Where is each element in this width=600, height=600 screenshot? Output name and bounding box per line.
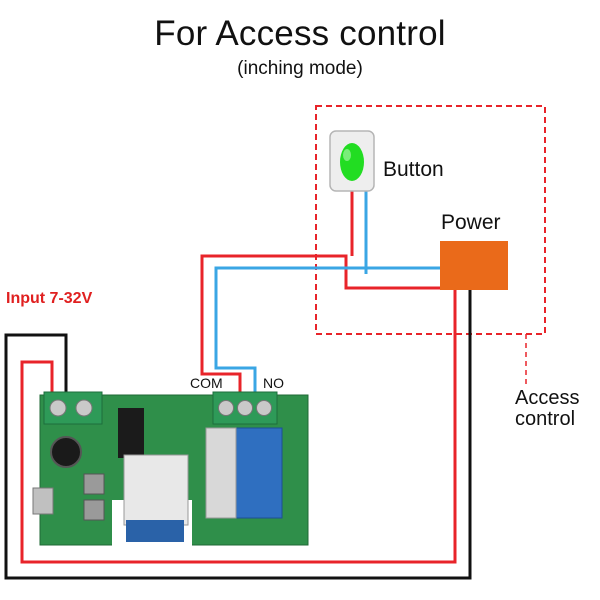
button-led bbox=[340, 143, 364, 181]
diagram-subtitle: (inching mode) bbox=[237, 58, 363, 79]
button-led-shine bbox=[343, 149, 351, 161]
push-button bbox=[83, 473, 105, 495]
wifi-antenna bbox=[126, 520, 184, 542]
com-terminal-label: COM bbox=[190, 375, 223, 391]
wire-red-com bbox=[200, 254, 440, 395]
relay bbox=[233, 427, 283, 519]
diagram-title: For Access control bbox=[154, 14, 446, 53]
terminal-screw bbox=[256, 400, 272, 416]
access-control-label-line1: Access bbox=[515, 387, 580, 409]
terminal-screw bbox=[218, 400, 234, 416]
wire-red-power bbox=[20, 290, 457, 564]
terminal-screw bbox=[237, 400, 253, 416]
coil bbox=[118, 408, 144, 458]
access-control-label-line2: control bbox=[515, 408, 576, 430]
relay-board bbox=[32, 391, 309, 548]
terminal-screw bbox=[49, 399, 67, 417]
capacitor bbox=[50, 436, 82, 468]
input-voltage-label: Input 7-32V bbox=[6, 290, 93, 307]
wire-blue-no bbox=[214, 266, 440, 395]
terminal-screw bbox=[75, 399, 93, 417]
wire-black-power bbox=[4, 290, 472, 580]
wifi-module bbox=[123, 454, 189, 526]
power-label: Power bbox=[441, 211, 501, 234]
push-button bbox=[83, 499, 105, 521]
access-control-label: Access control bbox=[515, 388, 579, 430]
usb-port bbox=[32, 487, 54, 515]
relay-side bbox=[205, 427, 237, 519]
no-terminal-label: NO bbox=[263, 375, 284, 391]
button-label: Button bbox=[383, 158, 444, 181]
access-control-boundary bbox=[315, 105, 546, 335]
power-box bbox=[440, 241, 508, 290]
